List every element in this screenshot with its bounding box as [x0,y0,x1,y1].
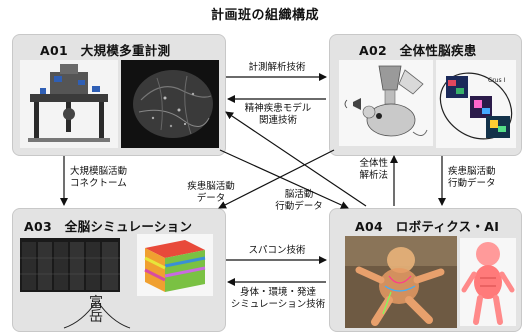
fugaku-logo-text: 富岳 [89,295,103,325]
flow-label-a02-a03-line2: データ [196,192,226,204]
flow-label-a01-a03-line1: 大規模脳活動 [70,166,128,177]
panel-a04-title: A04 ロボティクス・AI [355,219,500,234]
crus-label: Crus I [488,77,505,84]
flow-label-a04-a01: 全体性 解析法 [338,158,388,181]
flow-label-a01-a04: 脳活動 行動データ [264,189,334,212]
flow-label-a01-a03: 大規模脳活動 コネクトーム [70,166,127,189]
flow-label-a04-a03-line1: 身体・環境・発達 [239,287,316,298]
microscope-apparatus-image [20,60,118,148]
flow-label-a04-a03: 身体・環境・発達 シミュレーション技術 [224,287,332,310]
flow-label-a02-a04-line1: 疾患脳活動 [448,166,496,177]
flow-label-a01-a04-line1: 脳活動 [284,189,314,200]
flow-label-a01-a04-line2: 行動データ [275,200,323,212]
panel-a01-title: A01 大規模多重計測 [40,43,171,58]
panel-a03-title: A03 全脳シミュレーション [24,219,193,234]
flow-label-a01-a03-line2: コネクトーム [70,177,127,189]
infant-simulation-image [345,236,457,328]
flow-label-a01-a02: 計測解析技術 [248,62,306,73]
flow-label-a04-a01-line2: 解析法 [359,169,388,181]
fugaku-logo: 富岳 [62,292,132,330]
flow-label-a02-a01-line2: 関連技術 [258,114,297,126]
infant-muscle-model-image [460,238,516,326]
flow-label-a02-a04-line2: 行動データ [448,177,496,189]
flow-label-a04-a03-line2: シミュレーション技術 [230,298,326,310]
panel-a02-title: A02 全体性脳疾患 [359,43,477,58]
flow-label-a02-a03: 疾患脳活動 データ [176,181,246,204]
flow-label-a02-a01: 精神疾患モデル 関連技術 [226,103,330,126]
flow-label-a03-a04: スパコン技術 [248,245,306,256]
brain-simulation-cube-image [137,234,213,296]
cerebellum-connectivity-image: Crus I [436,60,516,148]
flow-label-a02-a03-line1: 疾患脳活動 [187,181,235,192]
arrow-a01-to-a04 [219,149,349,209]
brain-imaging-image [121,60,219,148]
diagram-title: 計画班の組織構成 [210,8,319,23]
mouse-head-device-image [339,60,433,146]
supercomputer-image [20,238,120,292]
arrow-a02-to-a03 [218,149,335,209]
flow-label-a04-a01-line1: 全体性 [359,158,388,169]
flow-label-a02-a01-line1: 精神疾患モデル [244,103,312,114]
flow-label-a02-a04: 疾患脳活動 行動データ [448,166,496,189]
arrow-a04-to-a01 [225,111,367,207]
